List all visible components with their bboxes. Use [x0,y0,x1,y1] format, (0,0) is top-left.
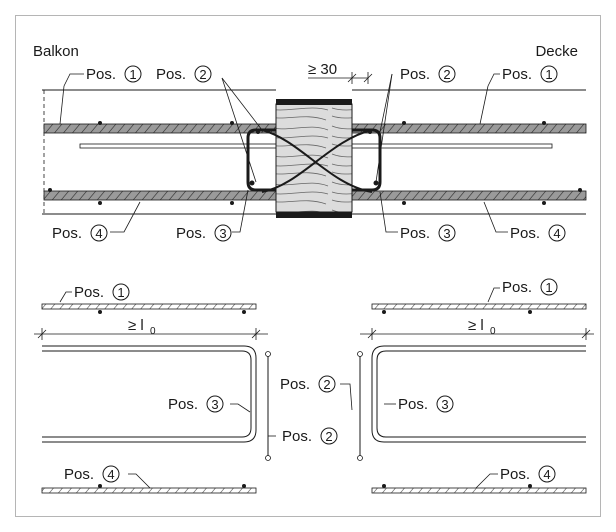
pos-label-top-left-pos3: Pos. 3 [176,224,232,242]
pos-word: Pos. [282,428,312,445]
pos-number-circle [124,65,142,83]
pos-number-circle [318,375,336,393]
pos-label-top-right-pos3: Pos. 3 [400,224,456,242]
pos-number: 4 [107,467,114,482]
bar-pos1-left [43,123,277,134]
pos-number: 3 [211,397,218,412]
pos-word: Pos. [86,66,116,83]
pos-number-circle [438,224,456,242]
dim-lap-left: ≥ l [128,317,144,334]
title-decke: Decke [535,43,578,60]
dim-lap-right-sub: 0 [490,326,496,337]
pos-number-circle [320,427,338,445]
pos-label-detail-right-pos2-lower: Pos. 2 [282,427,338,445]
pos-number-circle [436,395,454,413]
title-balkon: Balkon [33,43,79,60]
pos-word: Pos. [280,376,310,393]
pos-number: 1 [545,67,552,82]
pos-label-top-left-pos4: Pos. 4 [52,224,108,242]
pos-word: Pos. [502,66,532,83]
pos-number: 1 [129,67,136,82]
pos-number-circle [540,278,558,296]
dim-lap-left-sub: 0 [150,326,156,337]
pos-number-circle [540,65,558,83]
pos-number-circle [102,465,120,483]
pos-number-circle [438,65,456,83]
pos-number-circle [194,65,212,83]
pos-number: 3 [219,226,226,241]
pos-label-detail-right-pos1: Pos. 1 [502,278,558,296]
pos-label-detail-left-pos3: Pos. 3 [168,395,224,413]
pos-word: Pos. [398,396,428,413]
pos-label-top-right-pos1: Pos. 1 [502,65,558,83]
pos-number: 2 [443,67,450,82]
bar-pos1-right [351,123,587,134]
pos-label-top-right-pos4: Pos. 4 [510,224,566,242]
pos-word: Pos. [500,466,530,483]
pos-number-circle [90,224,108,242]
pos-number-circle [112,283,130,301]
pos-label-detail-left-pos1: Pos. 1 [74,283,130,301]
pos-number: 4 [95,226,102,241]
pos-number-circle [214,224,232,242]
pos-word: Pos. [74,284,104,301]
section-details: ≥ l 0 ≥ l 0 [34,287,594,494]
pos-word: Pos. [176,225,206,242]
drawing-frame [15,15,601,517]
pos-word: Pos. [400,66,430,83]
pos-label-top-left-pos2: Pos. 2 [156,65,212,83]
pos-word: Pos. [400,225,430,242]
dim-gap: ≥ 30 [308,61,337,78]
pos-number: 2 [323,377,330,392]
pos-number-circle [538,465,556,483]
pos-number: 2 [325,429,332,444]
pos-number: 3 [441,397,448,412]
pos-word: Pos. [52,225,82,242]
pos-label-detail-center-pos2: Pos. 2 [280,375,336,393]
pos-label-top-left-pos1: Pos. 1 [86,65,142,83]
pos-label-detail-right-pos3: Pos. 3 [398,395,454,413]
insulation-element [275,103,353,213]
pos-number: 3 [443,226,450,241]
pos-word: Pos. [502,279,532,296]
bar-pos4-right [351,190,587,201]
pos-number-circle [548,224,566,242]
pos-number: 2 [199,67,206,82]
pos-label-top-right-pos2: Pos. 2 [400,65,456,83]
pos-label-detail-right-pos4: Pos. 4 [500,465,556,483]
pos-number: 1 [117,285,124,300]
pos-number-circle [206,395,224,413]
pos-word: Pos. [510,225,540,242]
section-slab: ≥ 30 [42,61,587,233]
bar-pos4-left [43,190,277,201]
pos-word: Pos. [64,466,94,483]
pos-word: Pos. [168,396,198,413]
pos-label-detail-left-pos4: Pos. 4 [64,465,120,483]
pos-number: 4 [543,467,550,482]
pos-number: 1 [545,280,552,295]
pos-word: Pos. [156,66,186,83]
pos-number: 4 [553,226,560,241]
dim-lap-right: ≥ l [468,317,484,334]
